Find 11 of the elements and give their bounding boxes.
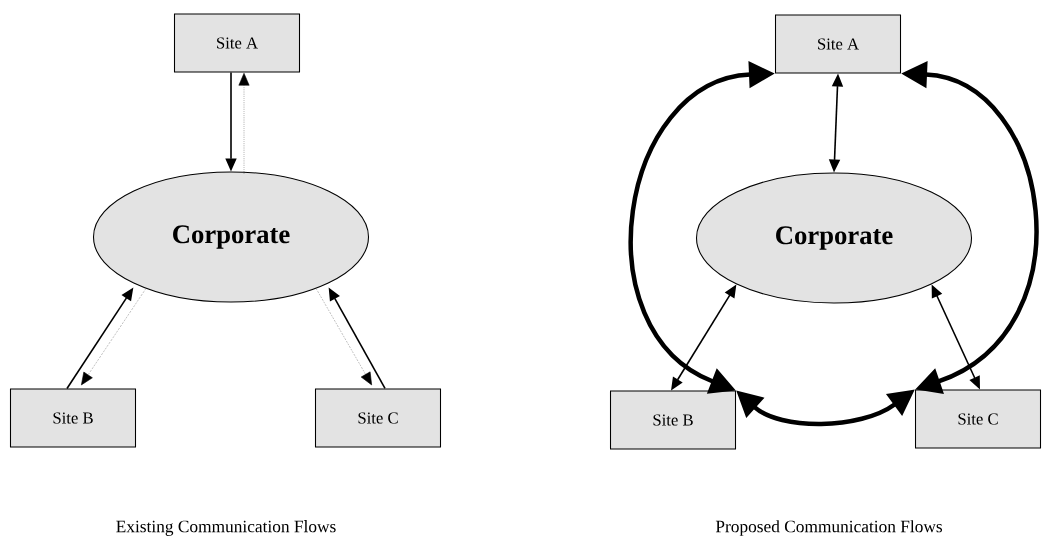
site-box: Site B <box>609 390 737 450</box>
site-box: Site B <box>9 388 137 448</box>
site-box: Site C <box>314 388 442 448</box>
arrow <box>238 72 250 174</box>
arrow <box>81 289 146 386</box>
caption: Existing Communication Flows <box>116 520 336 536</box>
site-box: Site A <box>774 14 902 74</box>
arrow <box>316 289 372 386</box>
caption: Proposed Communication Flows <box>715 520 943 536</box>
site-box: Site A <box>173 13 301 73</box>
site-box: Site C <box>914 389 1042 449</box>
